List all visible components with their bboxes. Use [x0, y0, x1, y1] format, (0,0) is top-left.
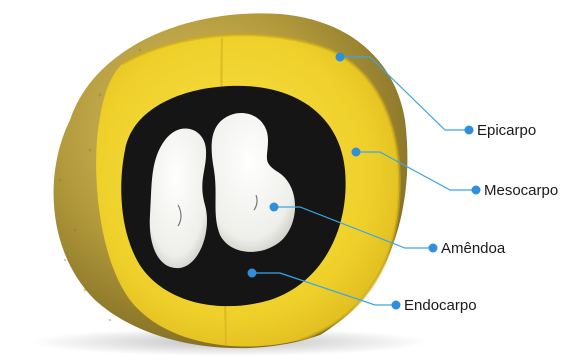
marker-mesocarpo-end: [472, 186, 481, 195]
marker-epicarpo-end: [465, 126, 474, 135]
marker-epicarpo-start: [336, 53, 345, 62]
label-endocarpo: Endocarpo: [404, 298, 477, 313]
label-mesocarpo: Mesocarpo: [484, 183, 558, 198]
label-epicarpo: Epicarpo: [477, 123, 536, 138]
marker-endocarpo-end: [392, 301, 401, 310]
label-amendoa: Amêndoa: [441, 241, 505, 256]
marker-endocarpo-start: [248, 269, 257, 278]
marker-mesocarpo-start: [352, 148, 361, 157]
marker-amendoa-start: [270, 203, 279, 212]
marker-amendoa-end: [429, 244, 438, 253]
